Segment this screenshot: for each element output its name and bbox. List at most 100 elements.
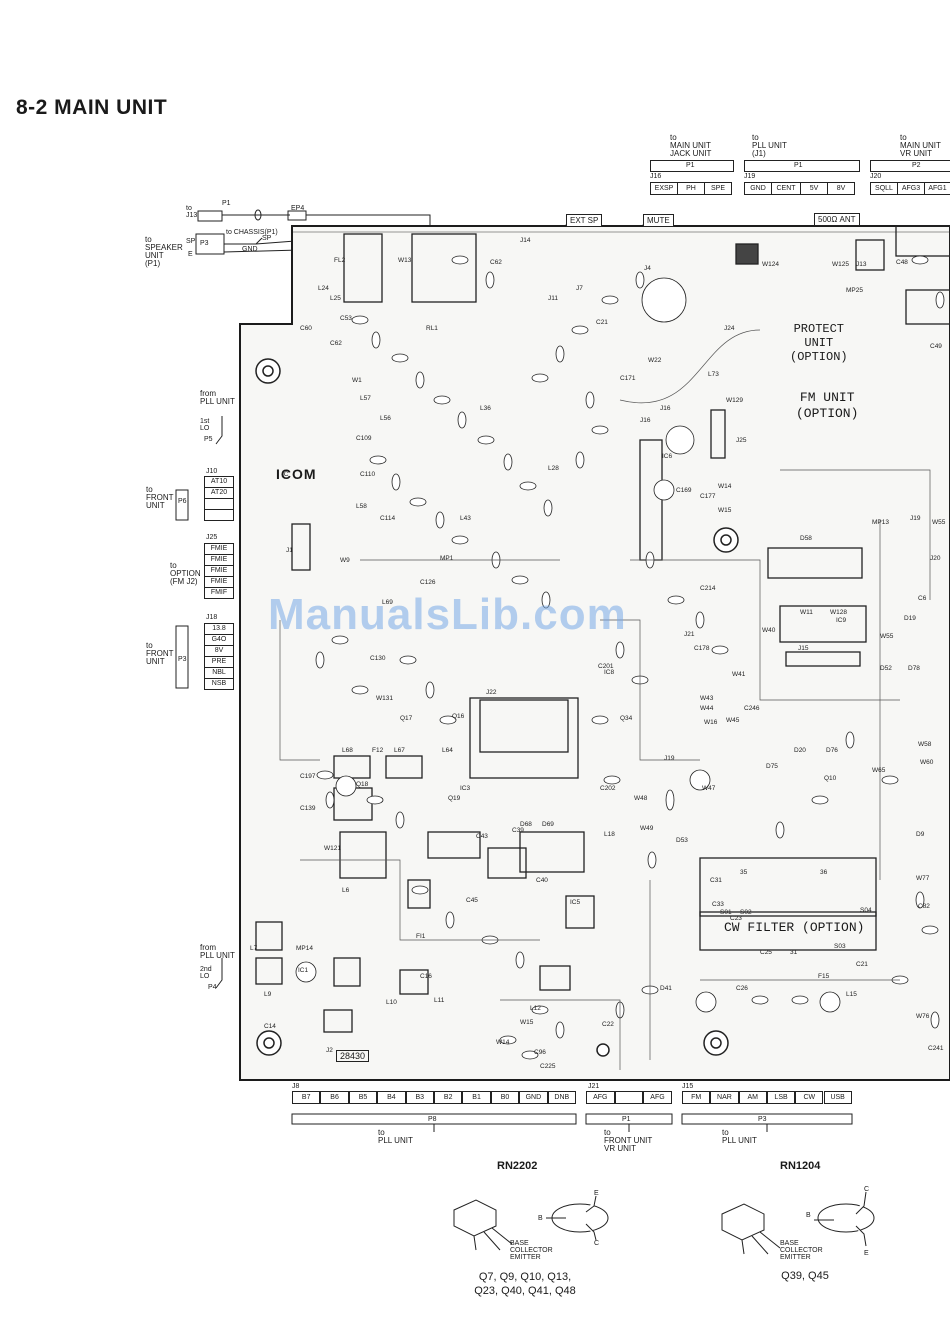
svg-text:C40: C40: [536, 877, 548, 884]
svg-text:C201: C201: [598, 663, 614, 670]
front-p6-plug-label: P6: [178, 498, 187, 505]
svg-text:L15: L15: [846, 991, 857, 998]
svg-text:W121: W121: [324, 845, 341, 852]
j19-pin: 8V: [827, 182, 855, 195]
rn2202-pins: BASE COLLECTOR EMITTER: [510, 1240, 553, 1261]
sp-label-right: SP: [262, 235, 272, 242]
svg-text:IC8: IC8: [604, 669, 615, 676]
protect-unit-label: PROTECT UNIT (OPTION): [790, 322, 848, 364]
j19-plug-label: P1: [794, 162, 803, 169]
svg-text:C60: C60: [300, 325, 312, 332]
ext-sp-label: EXT SP: [566, 214, 603, 227]
svg-text:C45: C45: [466, 897, 478, 904]
svg-text:MP25: MP25: [846, 287, 863, 294]
svg-text:L57: L57: [360, 395, 371, 402]
j15-jack-label: J15: [682, 1083, 694, 1090]
svg-text:S04: S04: [860, 907, 872, 914]
front-p6-to-label: to FRONT UNIT: [146, 485, 174, 510]
j15-pin: AM: [738, 1091, 767, 1104]
svg-text:J4: J4: [644, 265, 651, 272]
svg-text:C14: C14: [264, 1023, 276, 1030]
svg-text:C21: C21: [856, 961, 868, 968]
svg-text:L73: L73: [708, 371, 719, 378]
svg-text:W15: W15: [520, 1019, 534, 1026]
svg-text:J19: J19: [664, 755, 675, 762]
svg-text:C169: C169: [676, 487, 692, 494]
svg-text:S03: S03: [834, 943, 846, 950]
svg-text:D58: D58: [800, 535, 812, 542]
pll-2nd-from-label: from PLL UNIT: [200, 943, 235, 960]
j15-pin: CW: [795, 1091, 824, 1104]
svg-text:C43: C43: [476, 833, 488, 840]
svg-text:C33: C33: [712, 901, 724, 908]
svg-text:L12: L12: [530, 1005, 541, 1012]
svg-text:W44: W44: [700, 705, 714, 712]
svg-text:C62: C62: [330, 340, 342, 347]
svg-text:W13: W13: [398, 257, 412, 264]
option-j25-to-label: to OPTION (FM J2): [170, 561, 201, 586]
svg-text:C21: C21: [596, 319, 608, 326]
j25-jack-label: J25: [206, 534, 218, 541]
j20-to-label: to MAIN UNIT VR UNIT: [900, 133, 941, 158]
svg-text:IC5: IC5: [570, 899, 581, 906]
svg-text:J20: J20: [930, 555, 941, 562]
svg-text:W49: W49: [640, 825, 654, 832]
j20-pin: AFG1: [924, 182, 950, 195]
pll-1st-lo-label: 1st LO: [200, 418, 210, 432]
j10-pin: [204, 509, 234, 521]
svg-text:C126: C126: [420, 579, 436, 586]
svg-text:C130: C130: [370, 655, 386, 662]
svg-text:C26: C26: [736, 985, 748, 992]
j16-plug-bar: [650, 160, 734, 172]
svg-text:W41: W41: [732, 671, 746, 678]
svg-text:J19: J19: [910, 515, 921, 522]
j8-pin: B7: [292, 1091, 321, 1104]
fm-unit-label: FM UNIT (OPTION): [796, 390, 859, 421]
svg-text:W76: W76: [916, 1013, 930, 1020]
j20-plug-bar: [870, 160, 950, 172]
rn1204-name: RN1204: [780, 1160, 821, 1172]
j15-pin: NAR: [710, 1091, 739, 1104]
antenna-label: 500Ω ANT: [814, 213, 860, 226]
svg-text:Q19: Q19: [448, 795, 461, 802]
j8-pin: GND: [519, 1091, 548, 1104]
p3-label: P3: [200, 240, 209, 247]
rn1204-e: E: [864, 1250, 869, 1257]
svg-text:J16: J16: [640, 417, 651, 424]
svg-text:W22: W22: [648, 357, 662, 364]
j18-pin: NSB: [204, 678, 234, 690]
svg-text:W77: W77: [916, 875, 930, 882]
svg-text:W131: W131: [376, 695, 393, 702]
svg-text:W45: W45: [726, 717, 740, 724]
j19-to-label: to PLL UNIT (J1): [752, 133, 787, 158]
svg-text:W48: W48: [634, 795, 648, 802]
svg-text:C16: C16: [420, 973, 432, 980]
svg-text:MP13: MP13: [872, 519, 889, 526]
front-p3-plug-label: P3: [178, 656, 187, 663]
j20-jack-label: J20: [870, 173, 882, 180]
j8-pin: B1: [462, 1091, 491, 1104]
svg-text:W58: W58: [918, 741, 932, 748]
svg-text:C22: C22: [602, 1021, 614, 1028]
svg-text:J15: J15: [798, 645, 809, 652]
j16-pin: SPE: [704, 182, 732, 195]
svg-text:35: 35: [740, 869, 748, 876]
chassis-label: to CHASSIS(P1): [226, 229, 278, 236]
j15-pin: FM: [682, 1091, 711, 1104]
svg-text:Q16: Q16: [452, 713, 465, 720]
rn1204-pins: BASE COLLECTOR EMITTER: [780, 1240, 823, 1261]
svg-text:L64: L64: [442, 747, 453, 754]
j21-jack-label: J21: [588, 1083, 600, 1090]
svg-text:L18: L18: [604, 831, 615, 838]
j19-plug-bar: [744, 160, 860, 172]
svg-text:W9: W9: [340, 557, 350, 564]
rn2202-c: C: [594, 1240, 600, 1247]
svg-text:C171: C171: [620, 375, 636, 382]
svg-text:C109: C109: [356, 435, 372, 442]
j15-to-label: to PLL UNIT: [722, 1128, 757, 1145]
svg-text:J7: J7: [576, 285, 583, 292]
svg-text:IC3: IC3: [460, 785, 471, 792]
svg-text:C110: C110: [360, 471, 375, 478]
j19-pin: GND: [744, 182, 772, 195]
